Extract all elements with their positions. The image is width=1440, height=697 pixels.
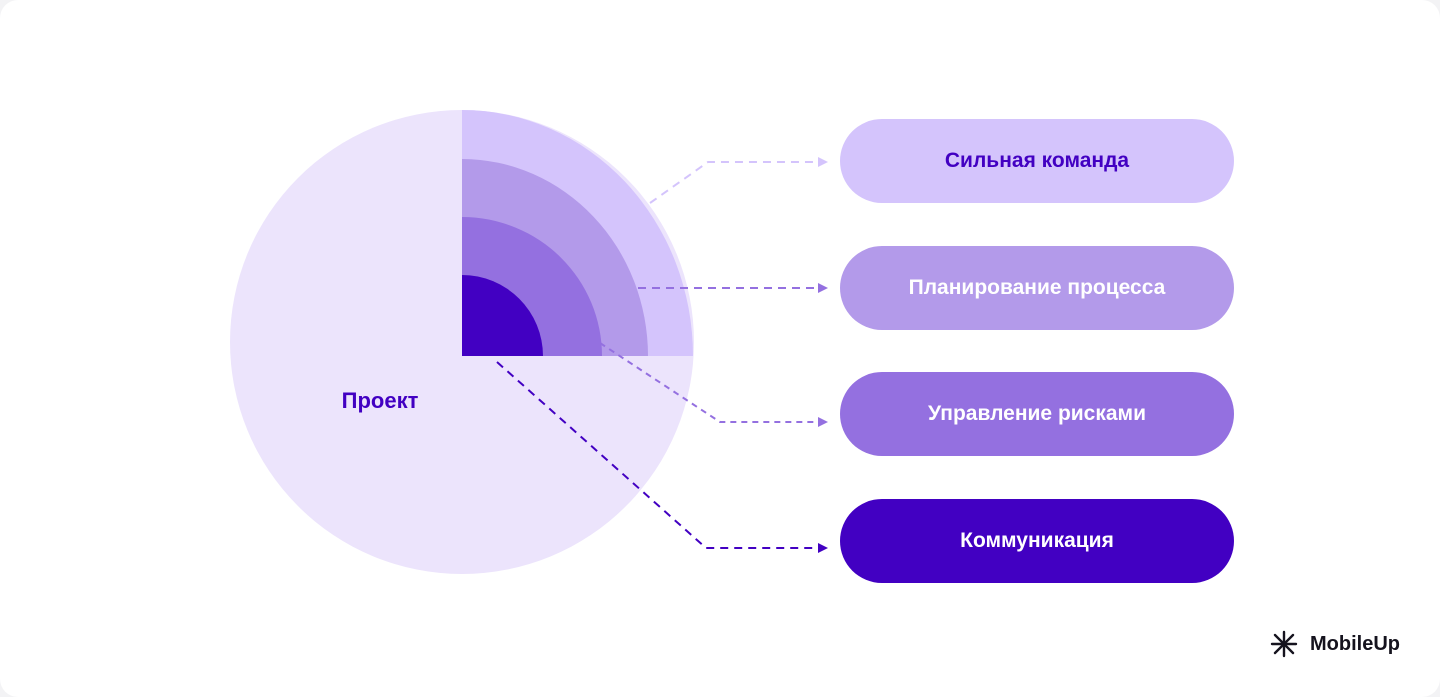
project-label: Проект	[341, 388, 419, 413]
pill-label: Планирование процесса	[908, 276, 1166, 299]
asterisk-icon	[1270, 630, 1298, 658]
connector-team	[649, 157, 828, 204]
pill-team: Сильная команда	[840, 119, 1234, 203]
connector-risks	[599, 342, 828, 427]
pill-label: Управление рисками	[928, 402, 1146, 425]
mobileup-logo: MobileUp	[1270, 630, 1400, 658]
logo-text: MobileUp	[1310, 632, 1400, 655]
pill-label: Сильная команда	[944, 149, 1130, 172]
pill-planning: Планирование процесса	[840, 246, 1234, 330]
ring-communication	[462, 275, 543, 356]
pill-risks: Управление рисками	[840, 372, 1234, 456]
pill-communication: Коммуникация	[840, 499, 1234, 583]
pill-label: Коммуникация	[960, 529, 1114, 552]
